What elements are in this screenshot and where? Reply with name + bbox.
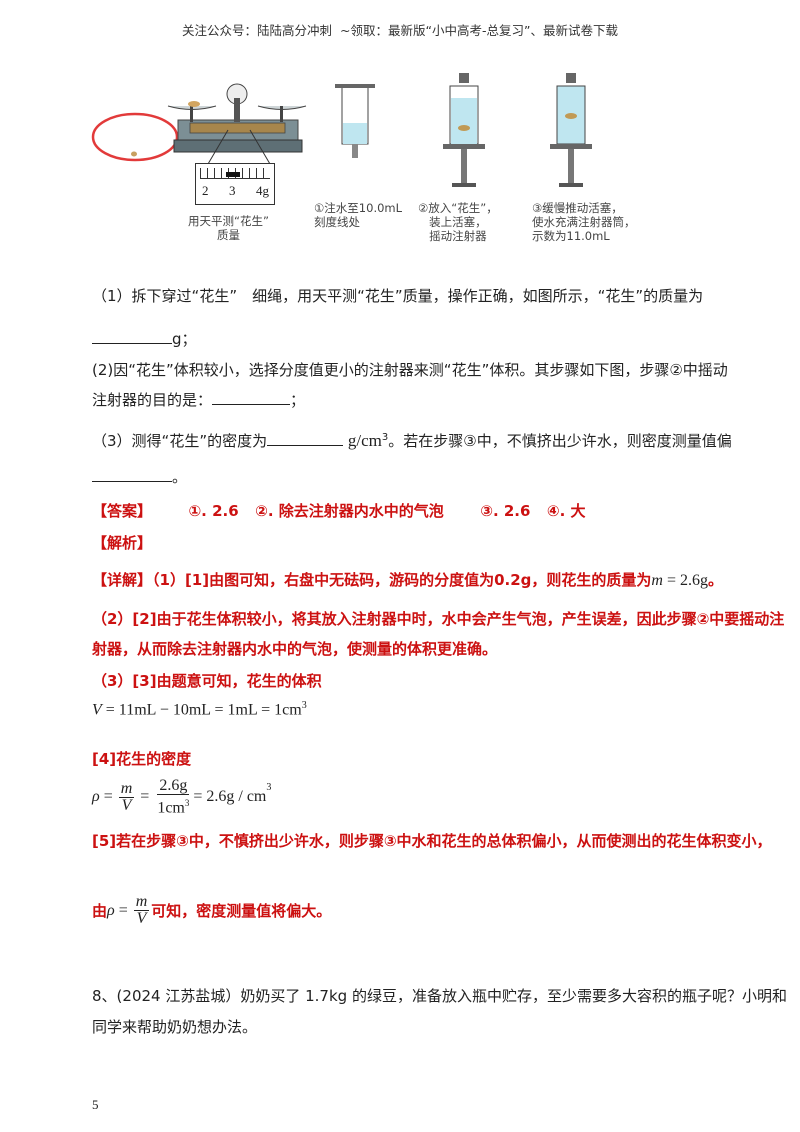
question-2-line2: 注射器的目的是：； [92, 389, 306, 409]
answer-row: 【答案】 ①. 2.6 ②. 除去注射器内水中的气泡 ③. 2.6 ④. 大 [92, 502, 586, 520]
caption-step2: ②放入“花生”， 装上活塞， 摇动注射器 [418, 201, 498, 243]
rider-scale-zoom: 2 3 4g [195, 163, 275, 205]
rider-marker [226, 172, 240, 177]
blank-purpose[interactable] [212, 389, 291, 405]
header-left: 关注公众号：陆陆高分冲刺 [182, 23, 333, 38]
equation-volume: V = 11mL − 10mL = 1mL = 1cm3 [92, 700, 307, 719]
question-8-line2: 同学来帮助奶奶想办法。 [92, 1018, 258, 1036]
question-1-answer-line: g； [92, 328, 197, 350]
question-3-line1: （3）测得“花生”的密度为 g/cm3。若在步骤③中，不慎挤出少许水，则密度测量… [92, 430, 732, 450]
caption-step1: ①注水至10.0mL 刻度线处 [314, 201, 403, 229]
scale-label-2: 2 [202, 183, 209, 198]
blank-density[interactable] [267, 430, 344, 446]
blank-mass[interactable] [92, 328, 172, 344]
page-number: 5 [92, 1097, 99, 1112]
analysis-p2-line1: （2）[2]由于花生体积较小，将其放入注射器中时，水中会产生气泡，产生误差，因此… [92, 610, 785, 628]
analysis-p5: [5]若在步骤③中，不慎挤出少许水，则步骤③中水和花生的总体积偏小，从而使测出的… [92, 832, 772, 850]
question-2-line1-text: (2)因“花生”体积较小，选择分度值更小的注射器来测“花生”体积。其步骤如下图，… [92, 361, 728, 379]
syringe-full [550, 73, 592, 187]
syringe-with-peanut [443, 73, 485, 187]
peanut-on-string [131, 151, 137, 157]
caption-balance: 用天平测“花生” 质量 [188, 214, 269, 242]
analysis-p1: 【详解】（1）[1]由图可知，右盘中无砝码，游码的分度值为0.2g，则花生的质量… [92, 571, 724, 589]
experiment-figure [91, 73, 592, 187]
string-loop [91, 112, 179, 162]
header-right: ~领取：最新版“小中高考-总复习”、最新试卷下载 [340, 23, 618, 38]
question-8-line1: 8、(2024 江苏盐城）奶奶买了 1.7kg 的绿豆，准备放入瓶中贮存，至少需… [92, 987, 787, 1005]
analysis-label: 【解析】 [92, 534, 153, 552]
analysis-p4: [4]花生的密度 [92, 750, 192, 768]
caption-step3: ③缓慢推动活塞， 使水充满注射器筒， 示数为11.0mL [532, 201, 636, 243]
blank-bias[interactable] [92, 466, 172, 482]
page-header: 关注公众号：陆陆高分冲刺 ~领取：最新版“小中高考-总复习”、最新试卷下载 [0, 20, 800, 39]
answer-label: 【答案】 [92, 502, 153, 520]
analysis-p2-line2: 射器，从而除去注射器内水中的气泡，使测量的体积更准确。 [92, 640, 498, 658]
scale-label-4g: 4g [256, 183, 269, 198]
balance-scale [167, 83, 307, 153]
question-1: （1）拆下穿过“花生” 细绳，用天平测“花生”质量，操作正确，如图所示，“花生”… [92, 287, 704, 305]
analysis-p3: （3）[3]由题意可知，花生的体积 [92, 672, 322, 690]
scale-label-3: 3 [229, 183, 236, 198]
question-3-line2: 。 [92, 466, 187, 488]
syringe-water-only [335, 84, 375, 158]
